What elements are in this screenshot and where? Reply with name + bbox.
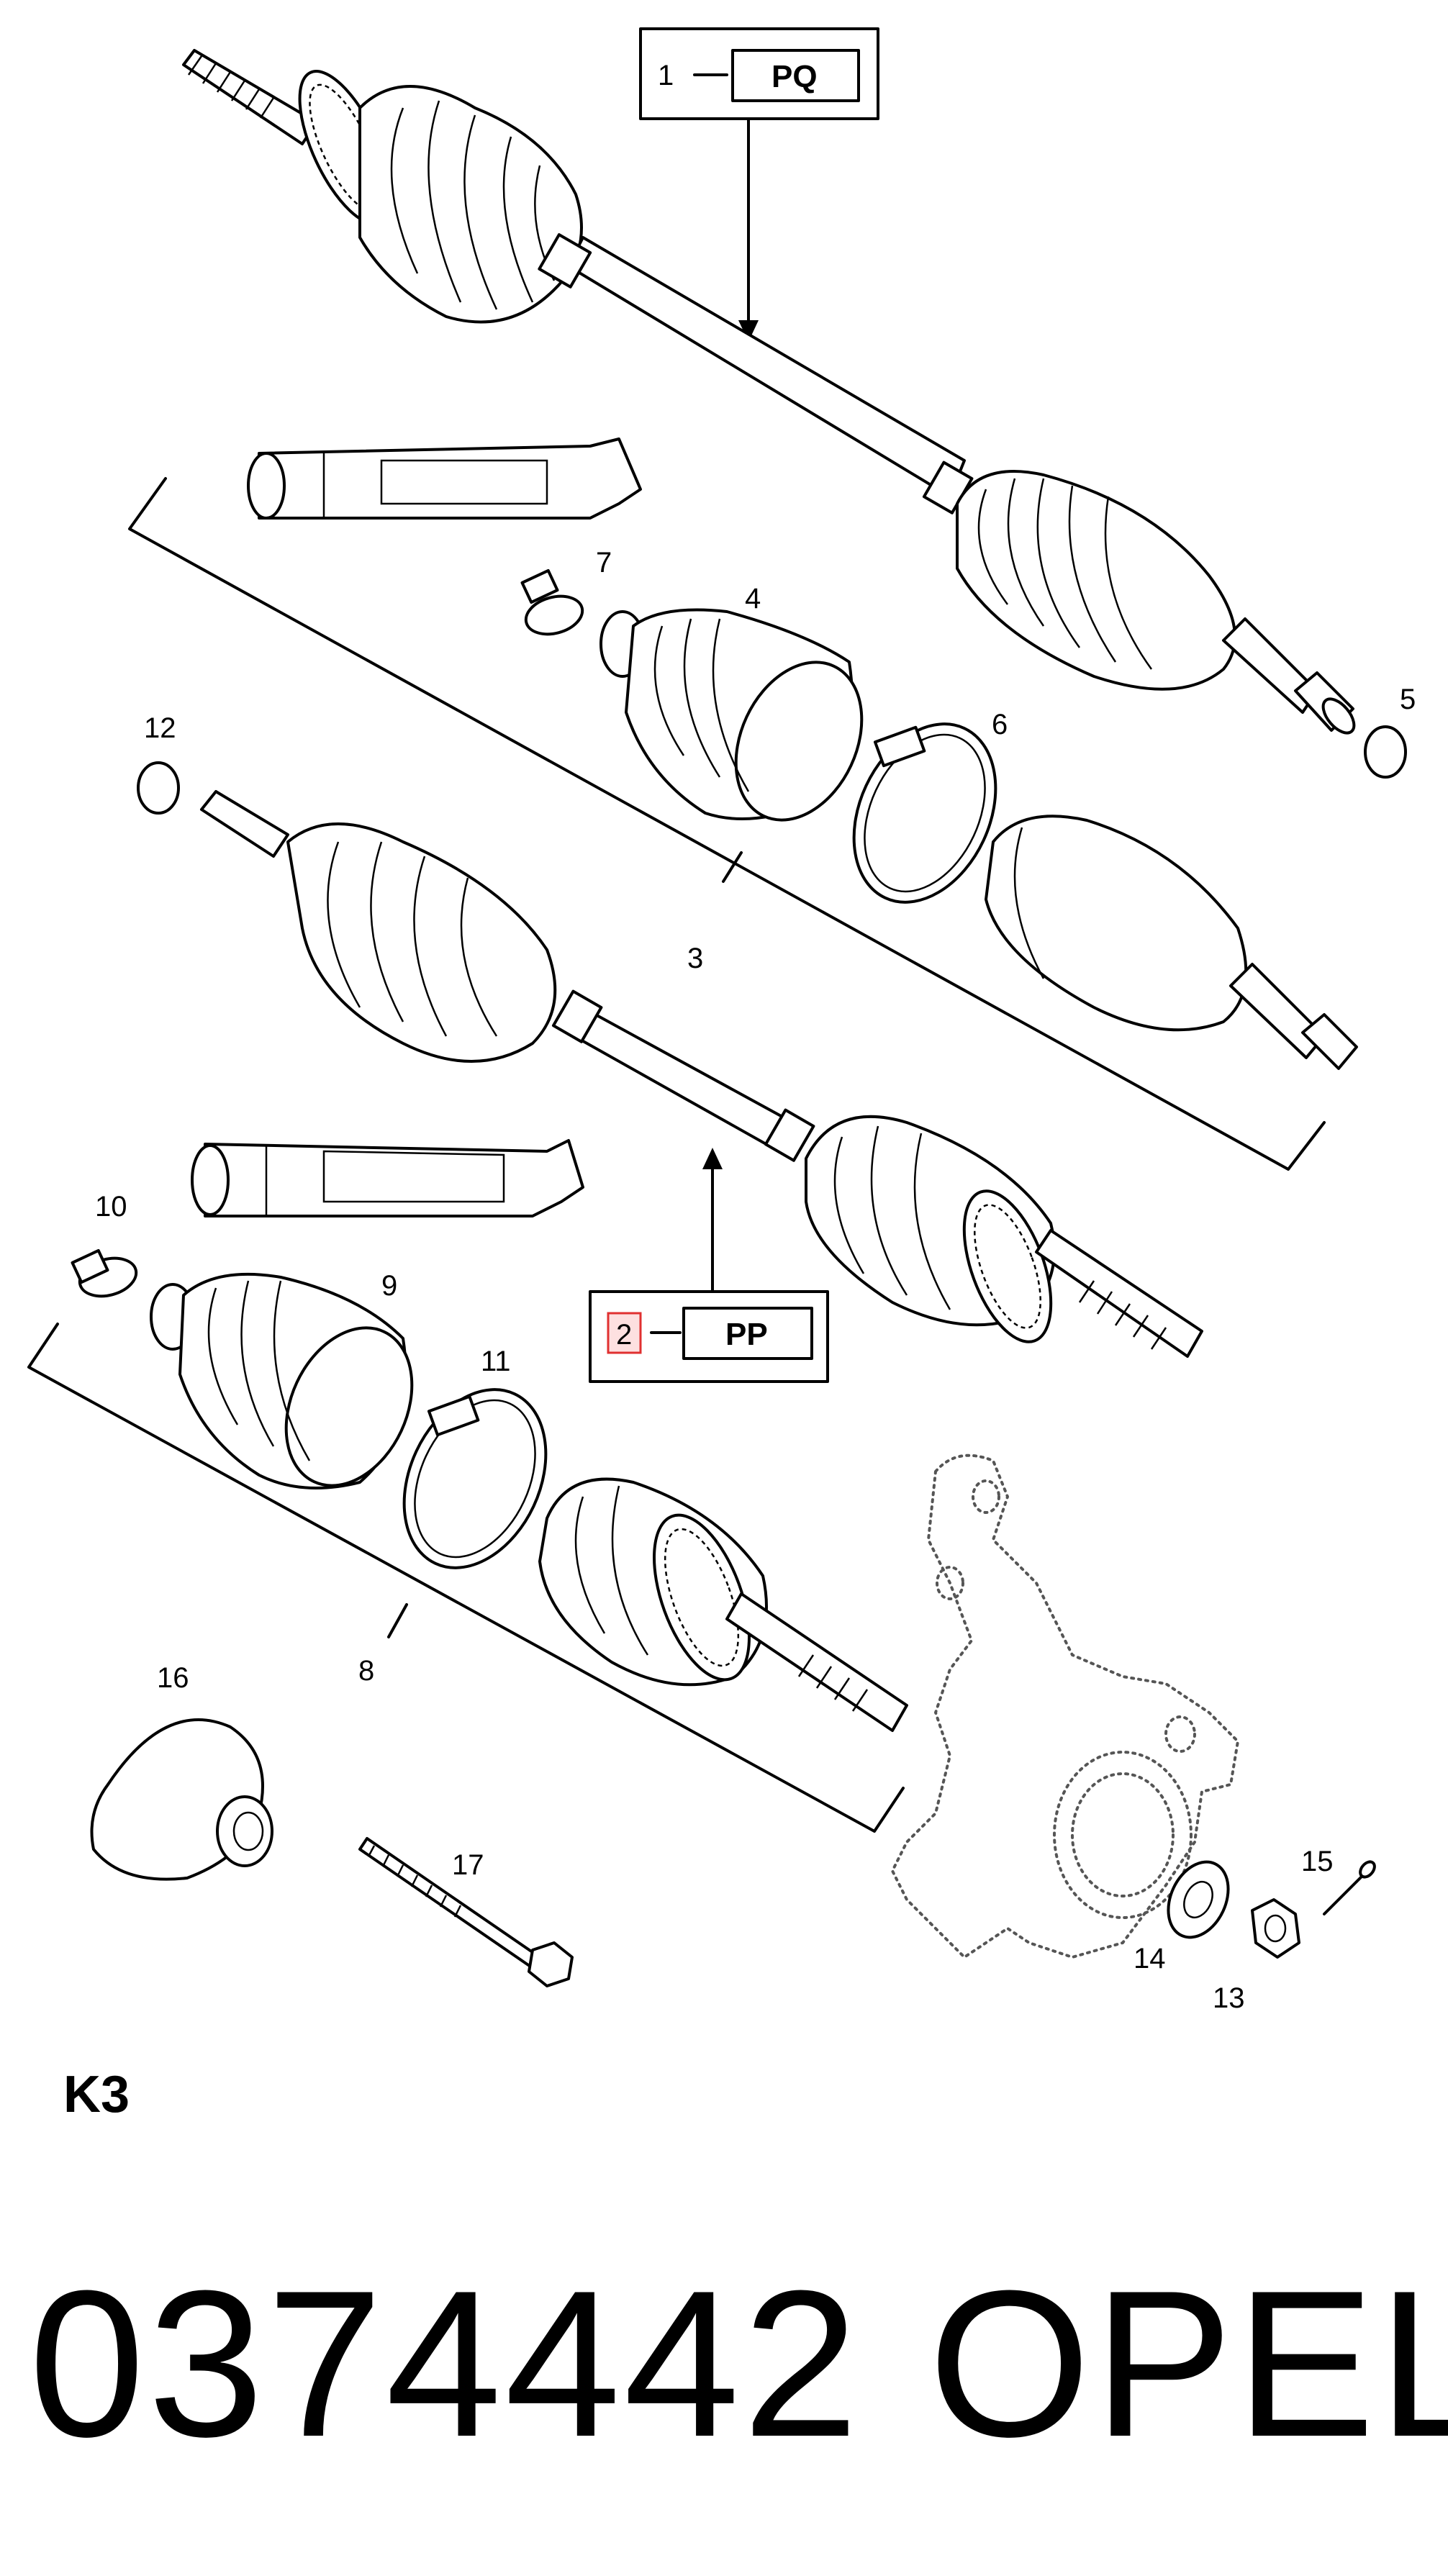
label-10: 10 [95,1191,127,1223]
label-11: 11 [481,1346,511,1377]
o-ring-12 [137,761,180,815]
label-12: 12 [144,712,176,744]
callout-2-highlight [607,1312,642,1354]
bolt-17 [358,1837,574,1987]
part-number: 0374442 [29,2247,861,2480]
callout-2-code: PP [725,1317,768,1352]
clamp-7 [520,568,584,636]
label-16: 16 [157,1662,189,1694]
label-9: 9 [381,1270,397,1302]
drive-shaft-middle [200,790,1203,1358]
grease-tube-lower [191,1139,584,1217]
boot-4 [599,608,864,822]
o-ring-5 [1364,725,1407,779]
cover-16 [90,1718,273,1881]
clamp-10 [71,1248,138,1298]
label-15: 15 [1301,1846,1334,1877]
model-code: K3 [63,2066,130,2123]
nut-13 [1251,1898,1300,1959]
steering-knuckle [890,1453,1240,1959]
label-13: 13 [1213,1982,1245,2014]
label-7: 7 [596,547,612,579]
drive-shaft-top [182,49,1356,735]
grease-tube-upper [247,437,642,520]
label-17: 17 [452,1849,484,1881]
bracket-group-8 [27,1323,905,1833]
label-6: 6 [992,709,1008,740]
label-4: 4 [745,583,761,614]
label-8: 8 [358,1655,374,1687]
label-14: 14 [1133,1943,1166,1974]
callout-1-number: 1 [658,60,674,91]
callout-1-pq[interactable]: 1 PQ [639,27,879,342]
brand-name: OPEL [928,2247,1448,2480]
callout-2-number: 2 [616,1319,632,1351]
clamp-6 [852,722,997,904]
label-5: 5 [1400,684,1416,715]
callout-2-pp[interactable]: 2 PP [589,1148,829,1383]
callout-1-code: PQ [771,59,818,94]
exploded-parts-diagram: 1 PQ 2 PP [27,27,1416,2014]
bracket-group-3 [128,477,1326,1171]
clamp-11 [402,1388,548,1569]
outer-joint-8 [538,1477,908,1732]
label-3: 3 [687,943,703,974]
cotter-pin-15 [1323,1860,1376,1915]
washer-14 [1167,1860,1230,1939]
outer-joint-3 [985,815,1358,1070]
boot-9 [150,1272,414,1489]
